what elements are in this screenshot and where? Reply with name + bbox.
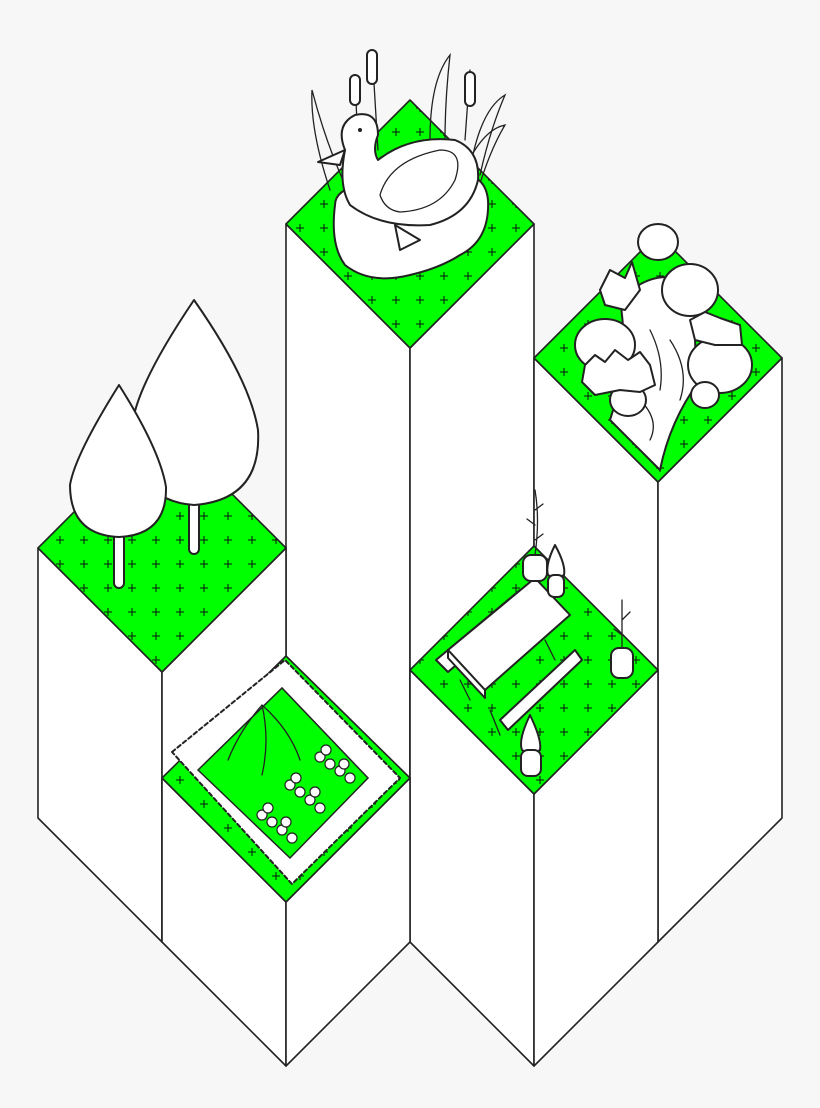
pillar-picnic — [409, 489, 659, 1067]
rock-icon — [574, 223, 753, 471]
flower-bed-icon — [171, 659, 401, 885]
tree-icon — [69, 299, 260, 589]
pillar-garden-bed — [161, 655, 411, 1067]
duck-icon — [317, 113, 480, 251]
picnic-table-icon — [435, 577, 583, 736]
potted-plant-icon — [520, 489, 634, 777]
